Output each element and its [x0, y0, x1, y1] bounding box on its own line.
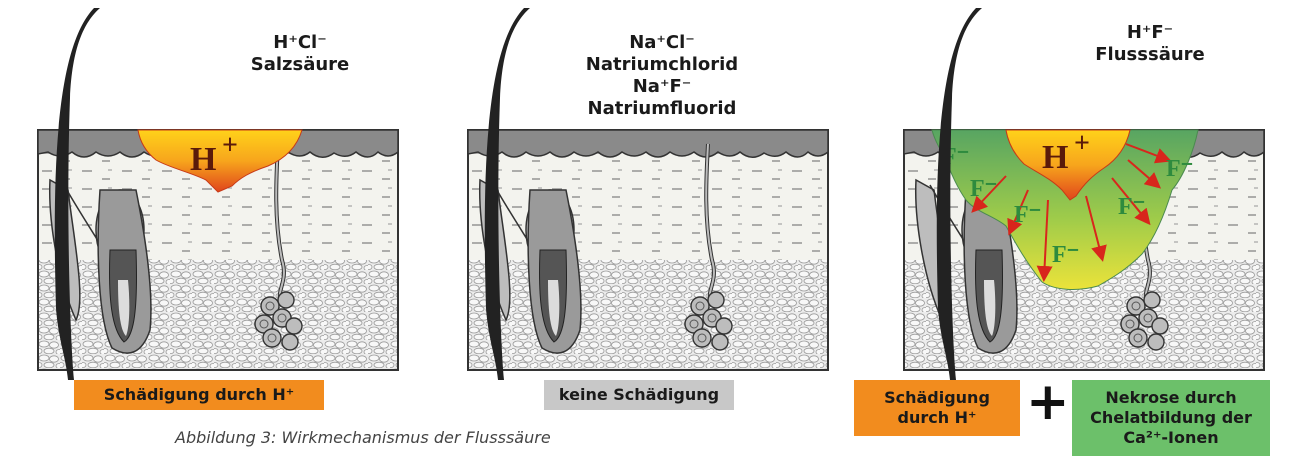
fluoride-ion-label: F⁻ — [1166, 156, 1193, 182]
result-label-necrosis: Nekrose durch Chelatbildung der Ca²⁺-Ion… — [1072, 380, 1270, 456]
fluoride-ion-label: F⁻ — [970, 176, 997, 202]
fluoride-ion-label: F⁻ — [1014, 202, 1041, 228]
panel3-name: Flusssäure — [1080, 44, 1220, 66]
necrosis-line1: Nekrose durch — [1105, 388, 1236, 408]
plus-sign: + — [1026, 376, 1070, 428]
proton-symbol: H — [190, 141, 216, 178]
panel1-title: H⁺Cl⁻ Salzsäure — [230, 32, 370, 76]
result-label-damage-h: Schädigung durch H⁺ — [74, 380, 324, 410]
necrosis-line3: Ca²⁺-Ionen — [1123, 428, 1218, 448]
skin-cross-section — [468, 130, 828, 370]
result-label-damage-h-hf: Schädigung durch H⁺ — [854, 380, 1020, 436]
damage-line2: durch H⁺ — [897, 408, 976, 428]
necrosis-line2: Chelatbildung der — [1090, 408, 1252, 428]
panel1-name: Salzsäure — [230, 54, 370, 76]
figure-caption: Abbildung 3: Wirkmechanismus der Flusssä… — [175, 428, 551, 447]
panel2-name1: Natriumchlorid — [572, 54, 752, 76]
proton-charge: + — [222, 130, 238, 161]
panel1-formula: H⁺Cl⁻ — [230, 32, 370, 54]
panel2-formula1: Na⁺Cl⁻ — [572, 32, 752, 54]
panel-hf-illustration: H + F⁻ F⁻ F⁻ F⁻ F⁻ F⁻ — [866, 0, 1290, 380]
panel2-formula2: Na⁺F⁻ — [572, 76, 752, 98]
panel2-name2: Natriumfluorid — [572, 98, 752, 120]
panel3-formula: H⁺F⁻ — [1080, 22, 1220, 44]
panel2-title: Na⁺Cl⁻ Natriumchlorid Na⁺F⁻ Natriumfluor… — [572, 32, 752, 120]
fluoride-ion-label: F⁻ — [1052, 242, 1079, 268]
damage-line1: Schädigung — [884, 388, 990, 408]
proton-charge: + — [1074, 128, 1090, 159]
panel3-title: H⁺F⁻ Flusssäure — [1080, 22, 1220, 66]
result-label-no-damage: keine Schädigung — [544, 380, 734, 410]
fluoride-ion-label: F⁻ — [1118, 194, 1145, 220]
proton-symbol: H — [1042, 139, 1068, 176]
